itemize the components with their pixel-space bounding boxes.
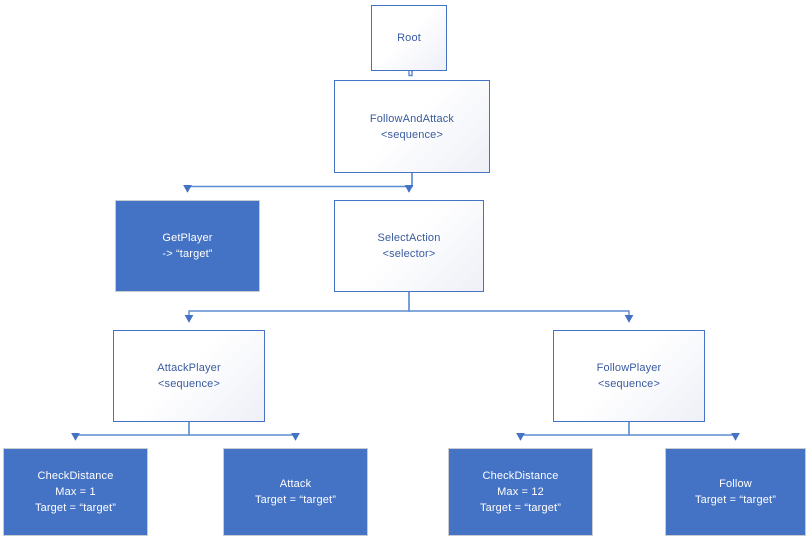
node-get-player[interactable]: GetPlayer -> “target”	[115, 200, 260, 292]
node-check-distance-follow-line-1: Max = 12	[497, 486, 544, 498]
node-follow-and-attack-line-0: FollowAndAttack	[369, 112, 455, 125]
node-follow-player-line-1: <sequence>	[597, 378, 661, 390]
node-attack-player[interactable]: AttackPlayer <sequence>	[113, 330, 265, 422]
node-follow-player[interactable]: FollowPlayer <sequence>	[553, 330, 705, 422]
node-root[interactable]: Root	[371, 5, 447, 71]
node-get-player-line-0: GetPlayer	[162, 232, 213, 244]
edge-select-action-to-attack-player	[184, 292, 410, 323]
node-get-player-line-1: -> “target”	[162, 248, 213, 260]
node-check-distance-follow-line-0: CheckDistance	[482, 470, 559, 482]
node-root-line-0: Root	[397, 32, 421, 44]
node-check-distance-attack-line-0: CheckDistance	[37, 470, 114, 482]
node-select-action-line-0: SelectAction	[377, 232, 441, 244]
node-check-distance-attack-line-2: Target = “target”	[34, 502, 117, 514]
node-check-distance-attack-line-1: Max = 1	[55, 486, 96, 498]
edge-follow-player-to-follow	[628, 422, 740, 441]
node-check-distance-follow-line-2: Target = “target”	[479, 502, 562, 514]
edge-follow-and-attack-to-select-action	[404, 173, 414, 193]
node-follow-player-line-0: FollowPlayer	[596, 362, 662, 374]
edge-select-action-to-follow-player	[408, 292, 634, 323]
node-select-action[interactable]: SelectAction <selector>	[334, 200, 484, 292]
edge-attack-player-to-check-distance-attack	[71, 422, 190, 441]
node-follow-and-attack[interactable]: FollowAndAttack <sequence>	[334, 80, 490, 173]
edge-attack-player-to-attack	[188, 422, 300, 441]
node-attack-player-line-1: <sequence>	[157, 378, 221, 390]
edge-root-to-follow-and-attack	[407, 64, 417, 77]
node-select-action-line-1: <selector>	[382, 248, 436, 260]
edge-follow-and-attack-to-get-player	[183, 173, 413, 193]
node-follow-line-0: Follow	[719, 478, 752, 490]
node-follow-line-1: Target = “target”	[694, 494, 777, 506]
edge-follow-player-to-check-distance-follow	[516, 422, 630, 441]
node-attack-line-1: Target = “target”	[254, 494, 337, 506]
node-follow-and-attack-line-1: <sequence>	[380, 128, 444, 141]
node-attack-line-0: Attack	[279, 478, 312, 490]
node-attack-player-line-0: AttackPlayer	[157, 362, 221, 374]
